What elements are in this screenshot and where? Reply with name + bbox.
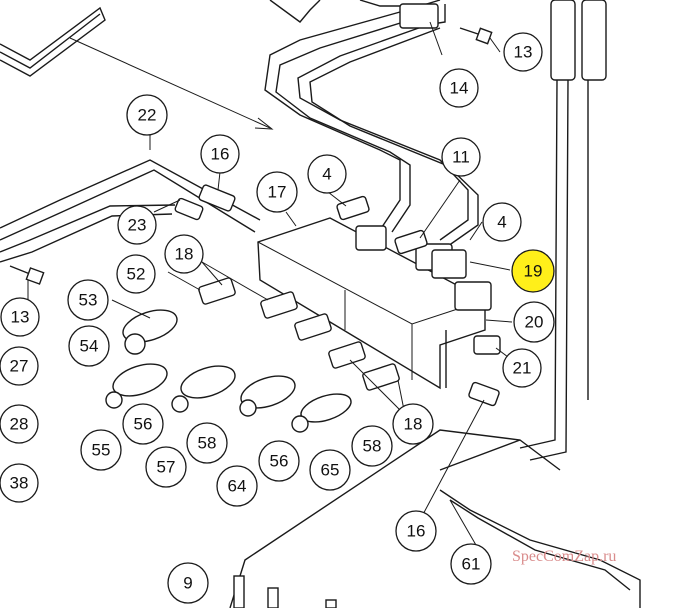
callout-13-top: 13: [503, 32, 543, 72]
callout-label: 4: [322, 165, 331, 184]
callout-17: 17: [256, 171, 298, 213]
callout-14: 14: [439, 68, 479, 108]
callout-52: 52: [116, 254, 156, 294]
callout-label: 21: [513, 359, 532, 378]
watermark: SpecComZap.ru: [512, 548, 617, 565]
callout-56-left: 56: [122, 403, 164, 445]
callout-label: 28: [10, 415, 29, 434]
callout-13-left: 13: [0, 297, 40, 337]
callout-53: 53: [67, 279, 109, 321]
callout-54: 54: [68, 325, 110, 367]
callout-38: 38: [0, 463, 39, 503]
callout-21: 21: [502, 348, 542, 388]
callout-label: 38: [10, 474, 29, 493]
callout-label: 17: [268, 183, 287, 202]
callout-label: 14: [450, 79, 469, 98]
callout-label: 18: [175, 245, 194, 264]
callout-label: 13: [514, 43, 533, 62]
callout-label: 18: [404, 415, 423, 434]
callout-label: 16: [211, 145, 230, 164]
callout-18-upper: 18: [164, 234, 204, 274]
callout-58-right: 58: [351, 425, 393, 467]
callout-19: 19: [511, 249, 555, 293]
callout-28: 28: [0, 404, 39, 444]
callout-label: 9: [183, 574, 192, 593]
callout-label: 20: [525, 313, 544, 332]
callout-61: 61: [450, 543, 492, 585]
callout-label: 61: [462, 555, 481, 574]
callout-label: 65: [321, 461, 340, 480]
callout-label: 54: [80, 337, 99, 356]
callout-57: 57: [145, 446, 187, 488]
callout-64: 64: [216, 465, 258, 507]
callout-58-left: 58: [186, 422, 228, 464]
callout-9: 9: [167, 562, 209, 604]
callout-label: 53: [79, 291, 98, 310]
callout-label: 55: [92, 441, 111, 460]
callout-56-right: 56: [258, 440, 300, 482]
callout-label: 52: [127, 265, 146, 284]
callout-label: 27: [10, 357, 29, 376]
callout-22: 22: [126, 94, 168, 136]
callout-label: 56: [134, 415, 153, 434]
callout-label: 58: [363, 437, 382, 456]
callout-label: 64: [228, 477, 247, 496]
callout-label: 4: [497, 213, 506, 232]
callout-18-lower: 18: [392, 403, 434, 445]
callout-label: 22: [138, 106, 157, 125]
callout-label: 57: [157, 458, 176, 477]
callout-label: 16: [407, 522, 426, 541]
callout-label: 23: [128, 216, 147, 235]
hose-lines: [0, 0, 641, 608]
callout-label: 58: [198, 434, 217, 453]
callout-label: 11: [452, 148, 470, 167]
callout-27: 27: [0, 346, 39, 386]
callout-label: 19: [524, 262, 543, 281]
callout-16-lower: 16: [395, 510, 437, 552]
callout-16-upper: 16: [200, 134, 240, 174]
callout-65: 65: [309, 449, 351, 491]
callout-4-left: 4: [307, 154, 347, 194]
callout-20: 20: [513, 301, 555, 343]
callout-23: 23: [117, 205, 157, 245]
callout-55: 55: [80, 429, 122, 471]
callout-label: 56: [270, 452, 289, 471]
callout-label: 13: [11, 308, 30, 327]
callout-11: 11: [441, 137, 481, 177]
callout-4-right: 4: [482, 202, 522, 242]
